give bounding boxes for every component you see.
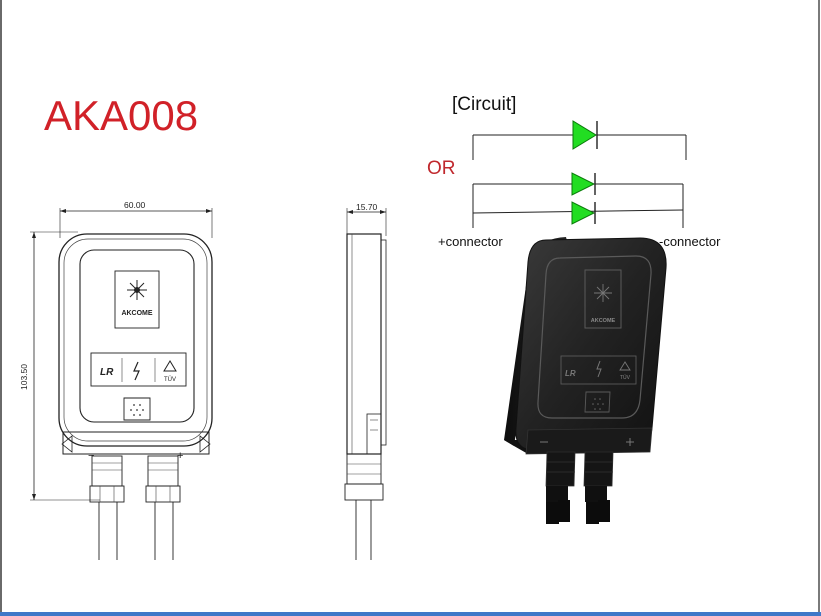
diode-icon [572, 120, 597, 150]
double-diode-circuit [472, 172, 684, 228]
depth-dimension: 15.70 [356, 202, 378, 212]
render-cert-text: TÜV [620, 374, 631, 381]
positive-connector-label: +connector [438, 234, 503, 249]
height-dimension: 103.50 [19, 364, 29, 390]
render-brand-text: AKCOME [591, 318, 616, 324]
render-lr-icon: LR [565, 369, 576, 378]
right-cable-gland [145, 455, 181, 560]
lightning-icon [133, 361, 140, 381]
or-label: OR [427, 158, 456, 179]
render-lightning-icon [596, 360, 602, 378]
front-plus-sign: + [177, 450, 183, 462]
warning-triangle-icon [163, 360, 177, 372]
akcome-logo-icon [127, 280, 147, 300]
render-left-gland [545, 451, 576, 524]
bottom-accent-bar [0, 612, 821, 616]
diode-icon [571, 172, 596, 196]
product-title: AKA008 [44, 92, 199, 139]
width-dimension: 60.00 [124, 200, 146, 210]
render-vent-holes [592, 398, 604, 410]
render-right-gland [583, 451, 614, 524]
right-border [818, 0, 820, 616]
left-cable-gland [89, 455, 125, 560]
front-minus-sign: − [88, 450, 94, 462]
vent-holes [130, 404, 144, 416]
single-diode-circuit [472, 120, 687, 160]
negative-connector-label: -connector [659, 234, 721, 249]
lr-cert-icon: LR [100, 367, 114, 378]
front-cert-text: TÜV [164, 376, 176, 383]
render-warning-icon [619, 361, 631, 371]
left-border [0, 0, 2, 616]
circuit-heading: [Circuit] [452, 94, 517, 115]
render-logo-icon [594, 284, 612, 302]
diode-icon [571, 201, 596, 225]
front-brand-text: AKCOME [121, 310, 152, 317]
